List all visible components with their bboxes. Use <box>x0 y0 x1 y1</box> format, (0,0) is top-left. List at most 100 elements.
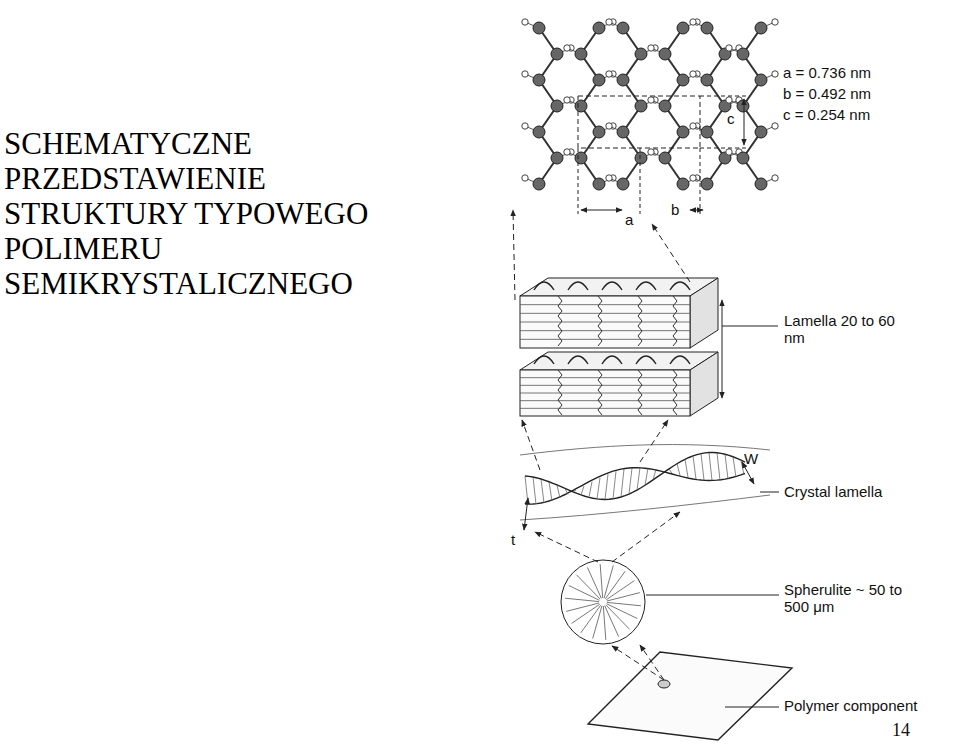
fold-loop <box>534 282 554 290</box>
hatching <box>581 486 584 495</box>
hydrogen-atom <box>564 149 570 155</box>
ribbon-edge <box>525 468 745 504</box>
carbon-atom <box>575 48 587 60</box>
part-label: Polymer component <box>784 697 917 714</box>
fold-loop <box>534 356 554 364</box>
chain-fold <box>520 330 690 331</box>
chain-fold <box>520 393 690 394</box>
radial-lamella <box>605 571 625 599</box>
fold-loop <box>636 282 656 290</box>
carbon-atom <box>701 74 713 86</box>
part-label: Spherulite ~ 50 to 500 μm <box>784 581 916 616</box>
carbon-atom <box>755 22 767 34</box>
carbon-atom <box>617 126 629 138</box>
carbon-atom <box>737 152 749 164</box>
hatching <box>725 454 728 479</box>
carbon-atom <box>701 178 713 190</box>
crystal-lamella <box>520 445 779 530</box>
radial-lamella <box>593 606 602 639</box>
slab-side <box>690 278 718 348</box>
extension-line <box>700 148 748 149</box>
chain-segment <box>673 370 677 415</box>
hydrogen-atom <box>606 71 612 77</box>
hydrogen-atom <box>648 45 654 51</box>
radial-lamella <box>569 586 600 601</box>
extension-line <box>700 96 748 97</box>
carbon-atom <box>701 22 713 34</box>
carbon-atom <box>593 22 605 34</box>
zoom-arrow <box>513 210 515 300</box>
hydrogen-atom <box>726 45 732 51</box>
hatching <box>733 457 736 477</box>
title: SCHEMATYCZNE PRZEDSTAWIENIE STRUKTURY TY… <box>4 126 404 301</box>
carbon-atom <box>659 100 671 112</box>
carbon-atom <box>677 126 689 138</box>
slab-top <box>520 278 718 296</box>
zoom-arrow <box>640 645 664 680</box>
carbon-atom <box>635 48 647 60</box>
slab-top <box>520 352 718 370</box>
hydrogen-atom <box>522 71 528 77</box>
radial-lamella <box>572 604 600 623</box>
carbon-atom <box>593 178 605 190</box>
zoom-arrow <box>652 224 690 282</box>
hatching <box>629 468 632 494</box>
axis-label: b <box>671 201 679 218</box>
hatching <box>645 468 648 485</box>
hatching <box>693 456 696 479</box>
lamella-stack <box>520 278 778 416</box>
dimension-value: b = 0.492 nm <box>783 85 871 102</box>
radial-lamella <box>607 593 640 601</box>
radial-lamella <box>603 606 606 640</box>
chain-segment <box>673 296 677 346</box>
dimension-value: c = 0.254 nm <box>783 106 870 123</box>
part-label: Lamella 20 to 60 nm <box>784 312 896 347</box>
hatching <box>661 471 664 474</box>
fold-loop <box>602 356 622 364</box>
radial-lamella <box>600 564 603 598</box>
zoom-arrow <box>640 420 668 462</box>
hydrogen-atom <box>690 123 696 129</box>
zoom-arrow <box>535 532 598 562</box>
outline-curve <box>520 495 770 520</box>
hydrogen-atom <box>690 71 696 77</box>
radial-lamella <box>565 598 599 601</box>
hatching <box>549 482 552 501</box>
page-number: 14 <box>892 720 910 741</box>
dimension-line <box>722 300 723 398</box>
carbon-atom <box>659 48 671 60</box>
radial-lamella <box>606 581 634 600</box>
carbon-atom <box>575 152 587 164</box>
zoom-arrow <box>612 646 664 680</box>
extension-line <box>640 148 641 214</box>
dimension-symbol: W <box>744 450 758 467</box>
carbon-atom <box>593 126 605 138</box>
hatching <box>717 453 720 480</box>
chain-segment <box>558 370 562 415</box>
leader-line <box>646 595 779 596</box>
hydrogen-atom <box>522 19 528 25</box>
hydrogen-atom <box>606 123 612 129</box>
hydrogen-atom <box>522 175 528 181</box>
hydrogen-atom <box>648 149 654 155</box>
spot <box>658 680 670 688</box>
radial-lamella <box>605 606 619 637</box>
hatching <box>589 482 592 498</box>
leader-line <box>725 707 779 708</box>
chain-fold <box>520 377 690 378</box>
chain-fold <box>520 322 690 323</box>
polymer-component <box>588 652 792 740</box>
spherulite <box>561 560 779 644</box>
hatching <box>613 471 616 499</box>
hydrogen-atom <box>606 175 612 181</box>
slab-front <box>520 296 690 348</box>
chain-segment <box>558 296 562 346</box>
chain-fold <box>520 304 690 305</box>
hatching <box>701 454 704 480</box>
hydrogen-atom <box>772 71 778 77</box>
carbon-atom <box>617 74 629 86</box>
fold-loop <box>670 282 690 290</box>
radial-lamella <box>604 565 613 598</box>
cell-outline <box>578 96 700 148</box>
radial-lamella <box>566 603 599 611</box>
